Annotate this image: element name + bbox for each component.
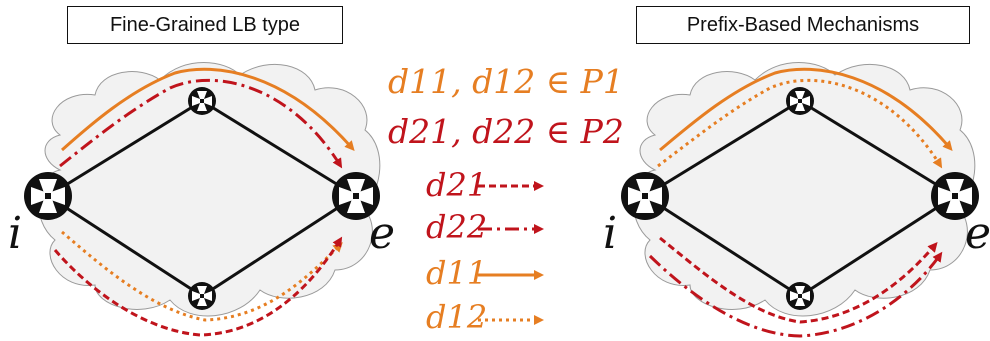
left-node-i-label: i [8,208,23,259]
right-router-bottom-icon [786,282,814,310]
legend-set2: d21, d22 ∈ P2 [388,112,624,151]
right-panel-title: Prefix-Based Mechanisms [636,6,970,44]
left-panel-title: Fine-Grained LB type [67,6,343,44]
right-links [644,99,956,298]
right-router-top-icon [786,87,814,115]
right-router-i-icon [621,172,669,220]
left-flows [53,67,355,337]
left-cloud [38,62,381,317]
legend-label-d21: d21 [426,166,488,204]
legend-set1: d11, d12 ∈ P1 [388,62,624,101]
legend-label-d22: d22 [426,208,488,246]
left-router-top-icon [188,87,216,115]
right-cloud [633,62,976,317]
left-router-bottom-icon [188,282,216,310]
left-router-i-icon [24,172,72,220]
legend-label-d12: d12 [426,298,488,336]
left-node-e-label: e [369,208,396,259]
legend-label-d11: d11 [426,254,488,292]
right-node-i-label: i [603,208,618,259]
right-node-e-label: e [965,208,990,259]
legend-arrows [478,181,544,325]
left-links [47,99,357,298]
right-flows [648,67,953,338]
